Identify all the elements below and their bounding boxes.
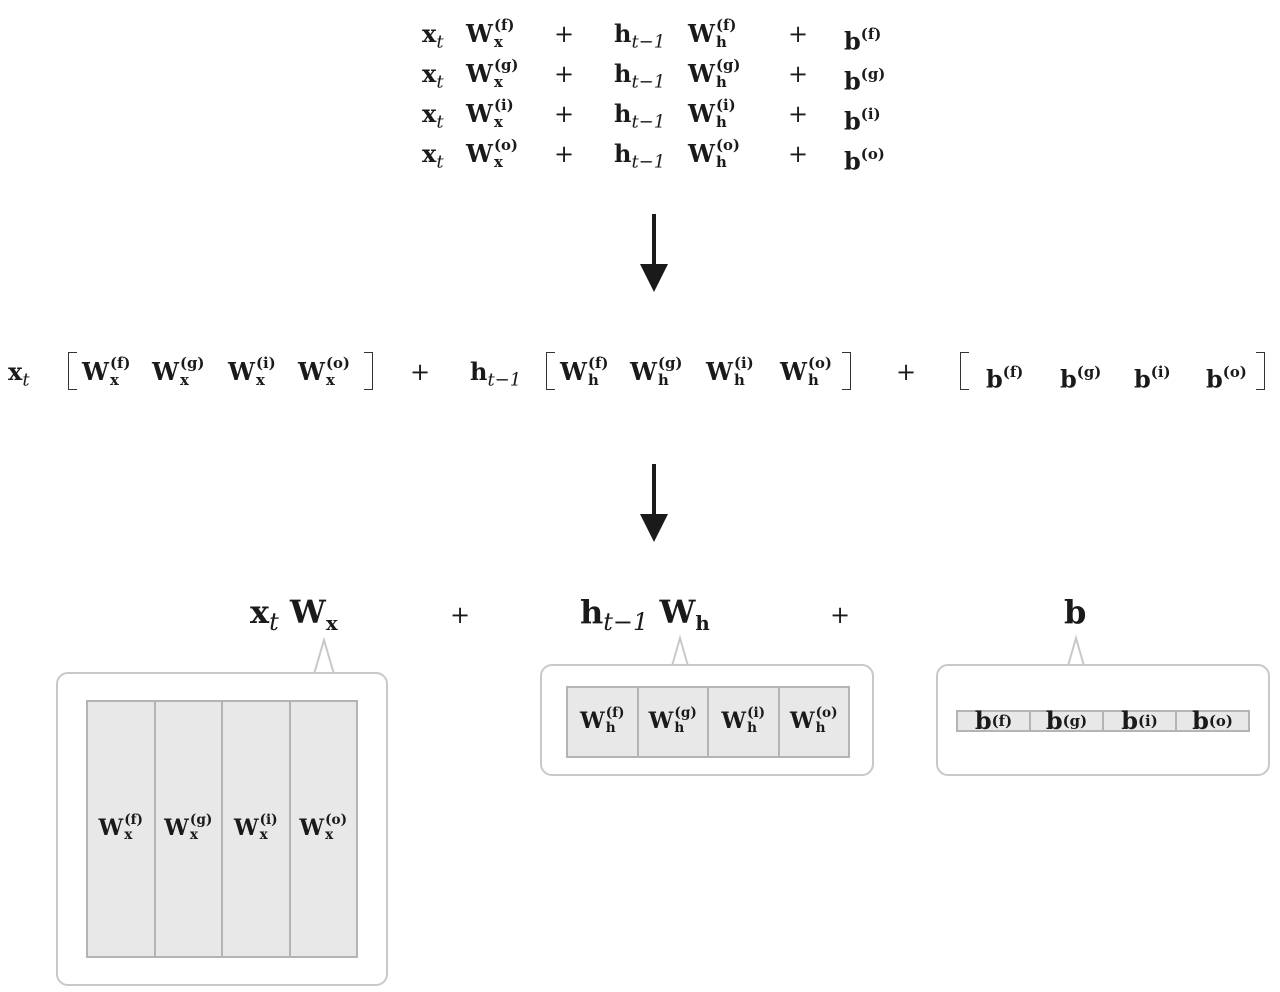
weight-x-o: W(o)x — [298, 354, 350, 389]
bias-f: b(f) — [986, 363, 1024, 394]
bias-term: b(f) — [844, 25, 882, 56]
h-prev-term: ht−1 — [614, 139, 666, 173]
plus-sign: + — [788, 100, 809, 128]
weight-h-i: W(i)h — [706, 354, 754, 389]
weight-x-term: W(g)x — [466, 56, 519, 91]
x-t-term: xt — [8, 357, 30, 391]
wx-matrix: W(f)x W(g)x W(i)x W(o)x — [86, 700, 358, 958]
left-bracket — [68, 352, 77, 390]
h-prev-term: ht−1 — [614, 59, 666, 93]
plus-sign: + — [554, 60, 575, 88]
x-t-term: xt — [422, 99, 444, 133]
left-bracket — [546, 352, 555, 390]
weight-x-g: W(g)x — [152, 354, 205, 389]
right-bracket — [364, 352, 373, 390]
bias-cell-o: b(o) — [1175, 709, 1248, 733]
plus-sign: + — [896, 358, 917, 386]
bias-vector: b(f) b(g) b(i) b(o) — [956, 706, 1250, 735]
plus-sign: + — [554, 100, 575, 128]
weight-x-term: W(i)x — [466, 96, 514, 131]
wh-cell-o: W(o)h — [777, 688, 849, 756]
hw-label: ht−1 Wh — [580, 593, 710, 637]
h-prev-term: ht−1 — [614, 19, 666, 53]
bias-cell-g: b(g) — [1029, 709, 1102, 733]
bias-g: b(g) — [1060, 363, 1102, 394]
right-bracket — [842, 352, 851, 390]
plus-sign: + — [830, 601, 851, 629]
left-bracket — [960, 352, 969, 390]
weight-x-term: W(f)x — [466, 16, 515, 51]
wx-callout: W(f)x W(g)x W(i)x W(o)x — [56, 672, 388, 986]
plus-sign: + — [554, 20, 575, 48]
wx-cell-g: W(g)x — [153, 702, 222, 956]
h-prev-term: ht−1 — [470, 357, 522, 391]
weight-h-term: W(g)h — [688, 56, 741, 91]
right-bracket — [1256, 352, 1265, 390]
weight-x-term: W(o)x — [466, 136, 518, 171]
bias-cell-f: b(f) — [974, 706, 1013, 735]
bias-callout: b(f) b(g) b(i) b(o) — [936, 664, 1270, 776]
h-prev-term: ht−1 — [614, 99, 666, 133]
wh-callout: W(f)h W(g)h W(i)h W(o)h — [540, 664, 874, 776]
bias-label: b — [1064, 593, 1087, 631]
weight-x-f: W(f)x — [82, 354, 131, 389]
weight-h-term: W(i)h — [688, 96, 736, 131]
wx-cell-o: W(o)x — [288, 702, 357, 956]
bias-term: b(o) — [844, 145, 885, 176]
plus-sign: + — [788, 20, 809, 48]
wh-cell-g: W(g)h — [636, 688, 708, 756]
plus-sign: + — [410, 358, 431, 386]
wx-cell-f: W(f)x — [98, 811, 143, 843]
plus-sign: + — [554, 140, 575, 168]
plus-sign: + — [788, 60, 809, 88]
x-t-term: xt — [422, 139, 444, 173]
weight-h-term: W(o)h — [688, 136, 740, 171]
weight-h-term: W(f)h — [688, 16, 737, 51]
bias-cell-i: b(i) — [1102, 709, 1175, 733]
wh-cell-i: W(i)h — [707, 688, 778, 756]
weight-x-i: W(i)x — [228, 354, 276, 389]
x-t-term: xt — [422, 59, 444, 93]
xw-label: xt Wx — [250, 593, 338, 637]
bias-term: b(i) — [844, 105, 881, 136]
wh-matrix: W(f)h W(g)h W(i)h W(o)h — [566, 686, 850, 758]
wx-cell-i: W(i)x — [221, 702, 289, 956]
wh-cell-f: W(f)h — [580, 704, 625, 736]
bias-o: b(o) — [1206, 363, 1247, 394]
weight-h-o: W(o)h — [780, 354, 832, 389]
bias-term: b(g) — [844, 65, 886, 96]
bias-i: b(i) — [1134, 363, 1171, 394]
x-t-term: xt — [422, 19, 444, 53]
weight-h-g: W(g)h — [630, 354, 683, 389]
plus-sign: + — [450, 601, 471, 629]
plus-sign: + — [788, 140, 809, 168]
weight-h-f: W(f)h — [560, 354, 609, 389]
